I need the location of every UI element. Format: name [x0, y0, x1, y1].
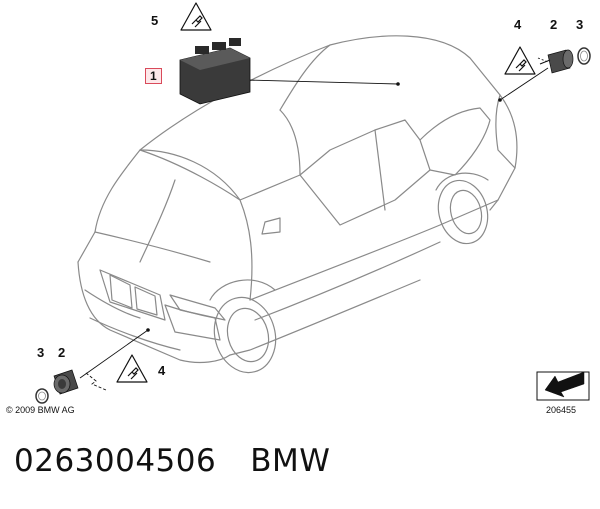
callout-control-unit[interactable]: 1 — [145, 68, 162, 84]
copyright-text: © 2009 BMW AG — [6, 405, 75, 415]
control-unit-location-dot — [396, 82, 400, 86]
callout-rear-harness[interactable]: 4 — [514, 17, 522, 32]
callout-front-sensor[interactable]: 2 — [58, 345, 66, 360]
front-sensor-location-dot — [146, 328, 150, 332]
brand-name: BMW — [250, 443, 331, 479]
callout-unit-harness[interactable]: 5 — [151, 13, 159, 28]
front-sensor-part — [53, 369, 79, 395]
diagram-reference-number: 206455 — [546, 405, 577, 415]
rear-sensor-part — [539, 49, 574, 74]
plug-warning-triangle-icon — [180, 2, 212, 31]
arrow-direction-icon — [536, 371, 590, 401]
car-outline — [77, 35, 518, 374]
plug-warning-triangle-icon — [116, 354, 148, 383]
leader-lines — [79, 57, 549, 391]
rear-ring-part — [577, 47, 591, 65]
front-ring-part — [35, 388, 49, 404]
callout-rear-sensor[interactable]: 2 — [550, 17, 558, 32]
plug-warning-triangle-icon — [504, 46, 536, 75]
part-footer: 0263004506 BMW — [14, 443, 330, 479]
control-unit-part — [179, 38, 251, 105]
part-number: 0263004506 — [14, 443, 217, 479]
callout-front-ring[interactable]: 3 — [37, 345, 45, 360]
rear-sensor-location-dot — [498, 98, 502, 102]
callout-front-harness[interactable]: 4 — [158, 363, 166, 378]
callout-rear-ring[interactable]: 3 — [576, 17, 584, 32]
